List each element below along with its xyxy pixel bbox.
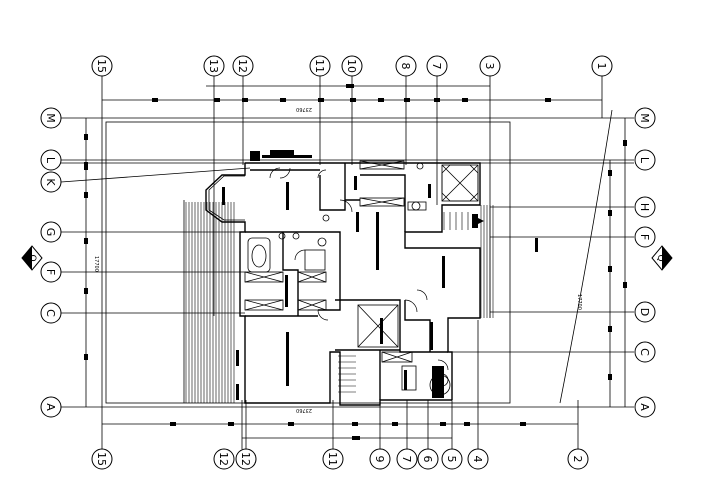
grid-bubble [567, 448, 589, 470]
grid-label: C [638, 348, 651, 356]
grid-labels-bottom: 15 12 12 11 9 7 6 5 4 2 [95, 452, 584, 466]
grid-bubble [417, 448, 439, 470]
grid-label: 6 [421, 456, 434, 463]
grid-bubble [634, 196, 656, 218]
grid-bubble [634, 107, 656, 129]
grid-label: 9 [373, 456, 386, 463]
grid-label: F [44, 269, 57, 275]
grid-bubble [40, 149, 62, 171]
grid-bubble [40, 396, 62, 418]
grid-label: 12 [236, 59, 249, 73]
grid-bubble [40, 302, 62, 324]
grid-label: K [44, 178, 57, 186]
grid-label: 5 [445, 456, 458, 463]
terrace-hatch [185, 202, 235, 403]
grid-label: H [638, 203, 651, 211]
grid-bubble [203, 55, 225, 77]
grid-bubbles-bottom [91, 448, 589, 470]
grid-label: C [44, 309, 57, 317]
grid-label: L [44, 157, 57, 164]
dim-text-bottom: 23760 [296, 407, 312, 413]
dimension-ticks [84, 84, 627, 440]
grid-label: A [44, 403, 57, 411]
grid-label: 12 [239, 452, 252, 466]
grid-bubble [369, 448, 391, 470]
grid-label: D [638, 308, 651, 316]
stair-treads [338, 212, 469, 393]
dimension-lines [85, 85, 626, 439]
grid-label: 7 [430, 63, 443, 70]
grid-labels-right: M L H F D C A [638, 113, 651, 411]
grid-bubble [479, 55, 501, 77]
grid-bubble [634, 341, 656, 363]
door-swings [269, 167, 449, 371]
grid-label: M [44, 113, 57, 123]
grid-bubble [634, 301, 656, 323]
grid-bubble [341, 55, 363, 77]
grid-bubble [40, 221, 62, 243]
grid-bubble [235, 448, 257, 470]
grid-label: M [638, 113, 651, 123]
grid-label: 12 [217, 452, 230, 466]
grid-label: 1 [595, 63, 608, 70]
grid-bubbles-right [634, 107, 656, 418]
grid-bubble [396, 448, 418, 470]
room-tags [222, 150, 538, 400]
grid-bubble [91, 448, 113, 470]
grid-label: 4 [471, 456, 484, 463]
dim-text-left: 17700 [93, 256, 99, 272]
bay-window [208, 175, 245, 221]
elevation-label: Q [655, 254, 665, 261]
grid-label: 15 [95, 59, 108, 73]
axis-grid-lines [60, 76, 634, 449]
elevation-marker-right: Q [651, 245, 673, 271]
grid-label: G [44, 228, 57, 237]
grid-labels-left: M L K G F C A [44, 113, 57, 411]
grid-bubble [40, 261, 62, 283]
grid-bubble [467, 448, 489, 470]
arrow-marker [472, 214, 484, 228]
grid-bubble [395, 55, 417, 77]
grid-bubble [591, 55, 613, 77]
grid-bubble [634, 396, 656, 418]
grid-bubble [634, 226, 656, 248]
grid-label: 13 [207, 59, 220, 73]
right-strip-hatch [480, 205, 494, 318]
grid-bubble [91, 55, 113, 77]
grid-labels-top: 15 13 12 11 10 8 7 3 1 [95, 59, 608, 73]
elevation-marker-left: Q [21, 245, 43, 271]
grid-label: 7 [400, 456, 413, 463]
grid-label: L [638, 157, 651, 164]
grid-label: 11 [326, 452, 339, 466]
grid-label: 3 [483, 63, 496, 70]
grid-bubbles-top [91, 55, 613, 77]
grid-bubble [426, 55, 448, 77]
grid-bubble [213, 448, 235, 470]
stair-boxes [244, 160, 479, 363]
grid-label: 2 [571, 456, 584, 463]
fixtures [247, 162, 451, 396]
grid-bubbles-left [40, 107, 62, 418]
grid-bubble [40, 107, 62, 129]
grid-bubble [441, 448, 463, 470]
elevation-label: Q [27, 254, 37, 261]
grid-bubble [232, 55, 254, 77]
grid-bubble [309, 55, 331, 77]
grid-bubble [322, 448, 344, 470]
grid-label: A [638, 403, 651, 411]
building-walls [205, 162, 481, 406]
site-outline [61, 109, 634, 404]
grid-bubble [634, 149, 656, 171]
dim-text-top: 23760 [296, 106, 312, 112]
grid-label: F [638, 234, 651, 240]
grid-label: 10 [345, 59, 358, 73]
grid-bubble [40, 171, 62, 193]
grid-label: 11 [313, 59, 326, 73]
grid-label: 15 [95, 452, 108, 466]
grid-label: 8 [399, 63, 412, 70]
